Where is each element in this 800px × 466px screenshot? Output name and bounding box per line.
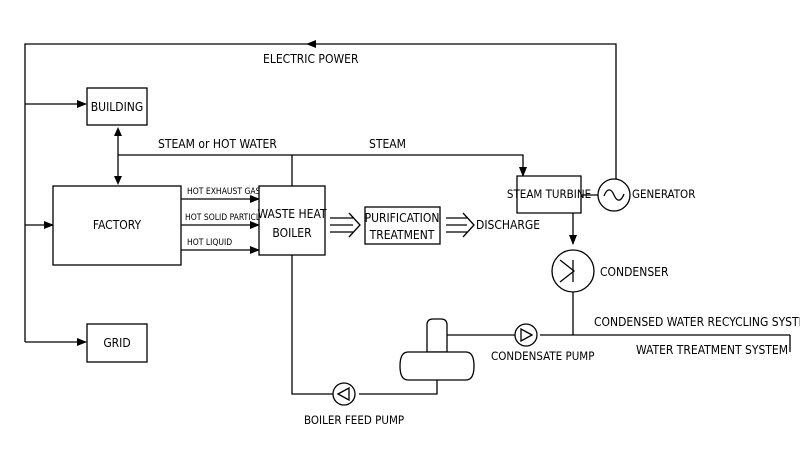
condensed-water-recycling-label: CONDENSED WATER RECYCLING SYSTEM — [594, 315, 800, 329]
grid-box — [86, 323, 148, 363]
electric-power-label: ELECTRIC POWER — [263, 52, 359, 66]
purification-treatment-box — [364, 206, 441, 245]
grid-label: GRID — [103, 336, 130, 350]
water-treatment-label: WATER TREATMENT SYSTEM — [636, 343, 788, 357]
purification-label-1: PURIFICATION — [365, 211, 440, 225]
steam-turbine-box — [516, 175, 582, 214]
steam-or-hot-water-label: STEAM or HOT WATER — [158, 137, 277, 151]
discharge-label: DISCHARGE — [476, 218, 540, 232]
building-label: BUILDING — [91, 100, 143, 114]
hot-exhaust-gas-label: HOT EXHAUST GAS — [187, 187, 261, 197]
condensate-return-lines — [540, 292, 791, 352]
electric-power-lines — [24, 40, 617, 346]
building-box — [86, 87, 148, 126]
condenser-label: CONDENSER — [600, 265, 669, 279]
generator-label: GENERATOR — [632, 187, 695, 201]
purification-to-discharge-arrow — [446, 212, 475, 238]
building-factory-link — [114, 127, 292, 185]
generator-icon — [597, 178, 631, 212]
waste-heat-boiler-box — [258, 185, 326, 256]
waste-heat-boiler-label-1: WASTE HEAT — [257, 207, 326, 221]
feed-pump-to-boiler-line — [291, 255, 333, 395]
condensate-pump-label: CONDENSATE PUMP — [491, 349, 594, 363]
factory-label: FACTORY — [93, 218, 142, 232]
condensate-pump-icon — [514, 323, 538, 347]
deaerator-tank — [399, 318, 475, 381]
boiler-to-purification-arrow — [330, 212, 361, 238]
power-direction-arrow — [306, 40, 316, 48]
purification-label-2: TREATMENT — [369, 228, 435, 242]
steam-turbine-label: STEAM TURBINE — [507, 187, 591, 201]
factory-box — [52, 185, 182, 266]
tank-to-feed-pump-line — [359, 380, 438, 395]
heat-stream-arrows — [181, 195, 260, 254]
hot-solid-particles-label: HOT SOLID PARTICLES — [185, 213, 270, 223]
steam-line — [291, 154, 527, 186]
boiler-feed-pump-icon — [332, 382, 356, 406]
condenser-icon — [551, 249, 595, 293]
waste-heat-boiler-label-2: BOILER — [272, 226, 312, 240]
hot-liquid-label: HOT LIQUID — [187, 238, 232, 248]
boiler-feed-pump-label: BOILER FEED PUMP — [304, 413, 404, 427]
steam-label: STEAM — [369, 137, 406, 151]
